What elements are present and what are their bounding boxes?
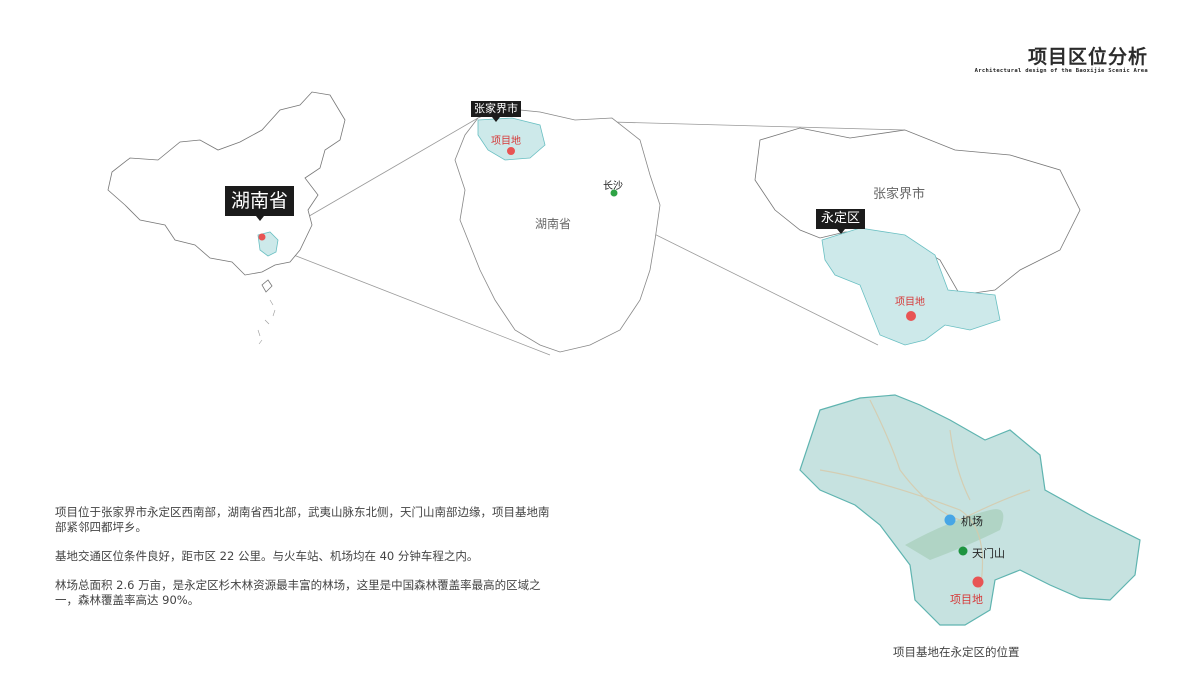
page-subtitle: Architectural design of the Baoxijie Sce… — [974, 68, 1148, 74]
hunan-province-label: 湖南省 — [535, 217, 572, 231]
zjj-project-dot — [906, 311, 916, 321]
description-paragraph: 基地交通区位条件良好，距市区 22 公里。与火车站、机场均在 40 分钟车程之内… — [55, 549, 479, 563]
hunan-province-tag: 湖南省 — [225, 186, 295, 221]
zhangjiajie-city-label: 张家界市 — [873, 187, 926, 202]
airport-dot — [944, 514, 956, 526]
zhangjiajie-map — [754, 127, 1081, 346]
description-paragraph: 林场总面积 2.6 万亩，是永定区杉木林资源最丰富的林场，这里是中国森林覆盖率最… — [55, 578, 541, 607]
hunan-project-dot — [507, 147, 515, 155]
project-description: 项目位于张家界市永定区西南部，湖南省西北部，武夷山脉东北侧，天门山南部边缘，项目… — [55, 505, 555, 622]
changsha-dot — [610, 189, 618, 197]
changsha-label: 长沙 — [603, 181, 623, 192]
yongding-map-caption: 项目基地在永定区的位置 — [893, 645, 1020, 659]
tianmen-label: 天门山 — [972, 547, 1005, 560]
yongding-district-tag: 永定区 — [816, 209, 866, 234]
china-islands — [257, 299, 276, 345]
zhangjiajie-city-tag: 张家界市 — [471, 101, 521, 122]
yongding-map — [799, 394, 1141, 626]
tianmen-dot — [958, 546, 968, 556]
zjj-project-label: 项目地 — [895, 297, 925, 308]
yongding-project-label: 项目地 — [950, 593, 983, 606]
airport-label: 机场 — [961, 515, 983, 528]
page-title: 项目区位分析 — [1027, 46, 1148, 68]
china-project-dot — [258, 233, 266, 241]
hunan-project-label: 项目地 — [491, 136, 521, 147]
yongding-project-dot — [972, 576, 984, 588]
hunan-map — [454, 107, 661, 353]
description-paragraph: 项目位于张家界市永定区西南部，湖南省西北部，武夷山脉东北侧，天门山南部边缘，项目… — [55, 505, 550, 534]
